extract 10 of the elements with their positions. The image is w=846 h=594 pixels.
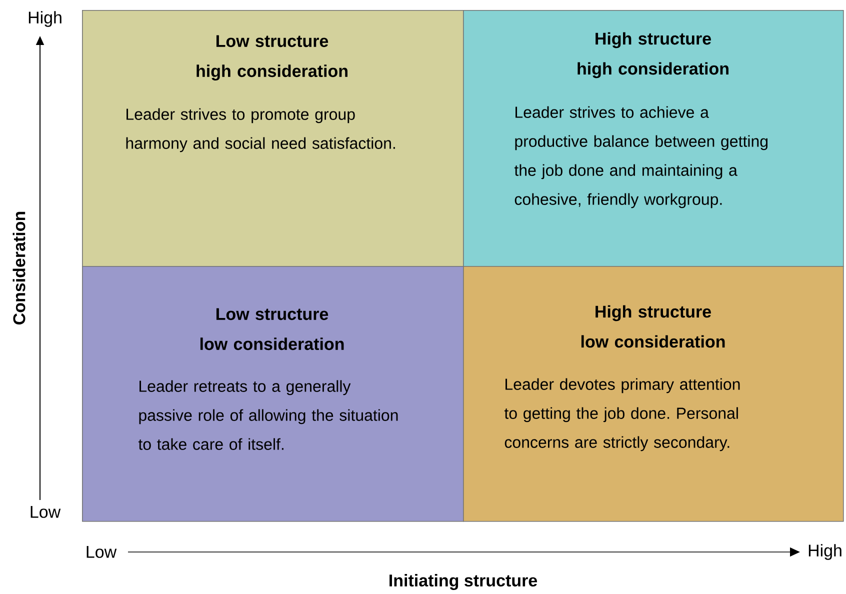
quadrant-box: High structure low consideration Leader devotes primary attention to getting the job done. Personal concerns are strictly secondary.: [463, 266, 844, 522]
axis-label: Low: [30, 506, 61, 518]
axis-label: High: [28, 11, 62, 27]
quadrant-box: High structure high consideration Leader strives to achieve a productive balance between getting the job done and maintaining a cohesive, friendly workgroup.: [463, 10, 844, 267]
axis-title: Initiating structure: [390, 574, 538, 590]
quadrant-box: Low structure low consideration Leader retreats to a generally passive role of allowing the situation to take care of itself.: [82, 266, 464, 522]
axis-label: Low: [86, 546, 117, 558]
quadrant-box: Low structure high consideration Leader strives to promote group harmony and social need satisfaction.: [82, 10, 464, 267]
axis-title: Consideration: [12, 212, 26, 324]
axis-label: High: [808, 544, 842, 560]
